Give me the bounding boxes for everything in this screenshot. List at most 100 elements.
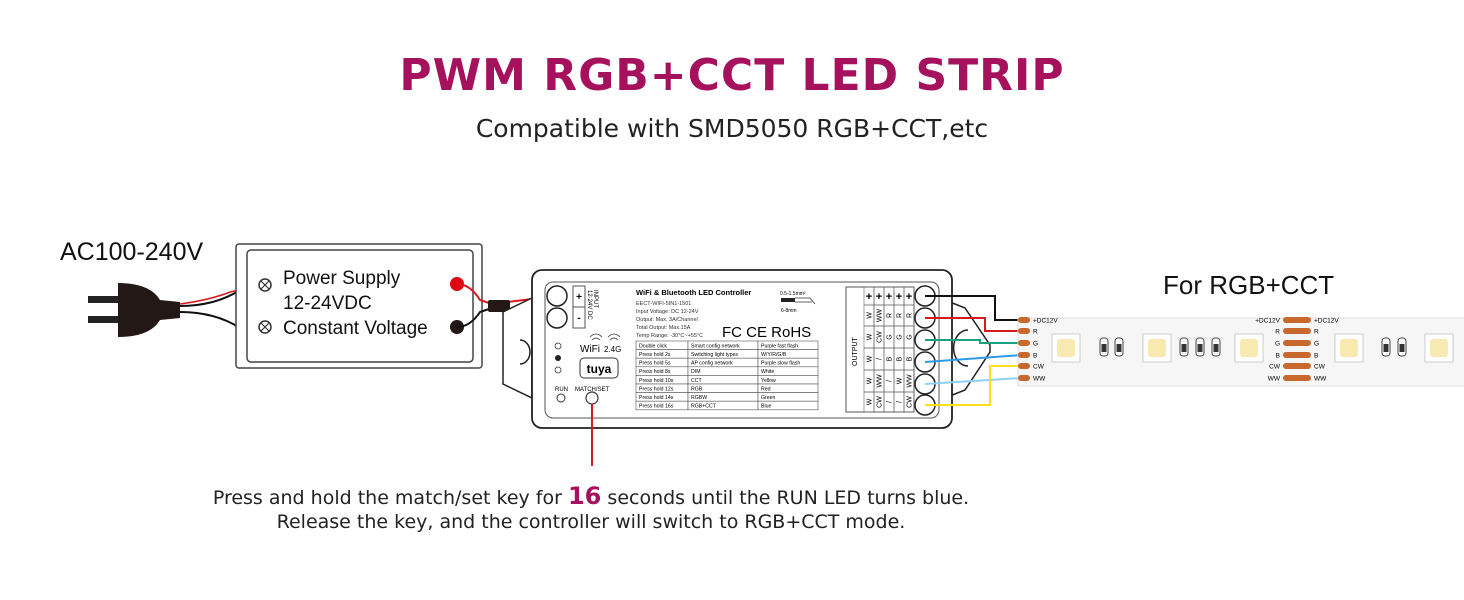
mode-table-text: Press hold 10s [639, 378, 674, 384]
wifi-label: WiFi [580, 344, 600, 355]
output-cell-label: G [887, 334, 894, 339]
screw-terminal-icon [258, 320, 272, 334]
led-chip-emitter [1430, 339, 1448, 357]
tuya-brand: tuya [587, 362, 612, 376]
power-supply-line3: Constant Voltage [283, 318, 428, 339]
output-cell-label: + [876, 291, 882, 303]
wire-gauge: 0.5-1.5mm² [780, 291, 806, 297]
wire [925, 295, 1022, 321]
pad-label: WW [1314, 376, 1327, 383]
mode-table-text: Blue [761, 404, 771, 410]
pad-label: B [1276, 353, 1280, 360]
pad-label: B [1033, 353, 1037, 360]
mode-table-text: Press hold 2s [639, 352, 671, 358]
highlight-seconds: 16 [567, 482, 602, 510]
controller-output: Output: Max. 3A/Channel [636, 317, 698, 323]
led-chip-emitter [1148, 339, 1166, 357]
output-cell-label: / [877, 358, 884, 360]
mode-table-text: Yellow [761, 378, 776, 384]
strip-label: For RGB+CCT [1163, 270, 1335, 300]
output-cell-label: WW [877, 374, 884, 388]
note-text: seconds until the RUN LED turns blue. [607, 487, 970, 509]
instruction-line-2: Release the key, and the controller will… [276, 511, 906, 533]
tuya-logo [579, 357, 619, 379]
strip-length: 6-8mm [781, 308, 797, 314]
output-cell-label: W [867, 333, 874, 340]
output-cell-label: / [887, 401, 894, 403]
output-cell-label: + [896, 291, 902, 303]
pad-label: G [1033, 341, 1038, 348]
output-cell-label: B [887, 356, 894, 361]
wire [925, 339, 1022, 344]
output-cell-label: R [907, 313, 914, 318]
input-terminal-positive [546, 285, 568, 307]
mode-table-text: Smart config network [691, 343, 740, 349]
wire [925, 317, 1022, 332]
output-cell-label: B [907, 356, 914, 361]
solder-pad [1018, 328, 1030, 334]
solder-pad [1283, 328, 1311, 334]
pad-label: B [1314, 353, 1318, 360]
output-cell-label: + [886, 291, 892, 303]
run-label: RUN [555, 387, 568, 393]
pad-label: CW [1269, 364, 1281, 371]
power-supply-line2: 12-24VDC [283, 293, 372, 314]
pad-label: CW [1033, 364, 1045, 371]
mode-table-text: DIM [691, 369, 701, 375]
match-set-button[interactable] [585, 391, 599, 405]
output-cell-label: W [897, 377, 904, 384]
mode-table-text: RGBW [691, 395, 707, 401]
screw-terminal-icon [258, 278, 272, 292]
wire [924, 377, 1023, 385]
output-cell-label: R [897, 313, 904, 318]
run-led [556, 393, 566, 403]
solder-pad [1283, 340, 1311, 346]
mode-table-text: CCT [691, 378, 702, 384]
mode-table-text: Switching light types [691, 352, 738, 358]
output-cell [903, 391, 915, 413]
wifi-icon [607, 333, 621, 341]
input-voltage-label: 12-24V DC [586, 290, 592, 320]
controller-model: EECT-WIFI-5IN1-1501 [636, 301, 691, 307]
output-cell-label: CW [907, 396, 914, 408]
power-supply: Power Supply 12-24VDC Constant Voltage [235, 243, 483, 369]
pad-label: R [1033, 329, 1038, 336]
mode-table-text: W/Y/R/G/B [761, 352, 787, 358]
mode-table-text: Purple slow flash [761, 361, 800, 367]
wire-strip-icon [781, 297, 816, 305]
controller-temp-range: Temp Range: -30°C~+55°C [636, 333, 703, 339]
mode-table-text: AP config network [691, 361, 733, 367]
page-title: PWM RGB+CCT LED STRIP [399, 50, 1065, 101]
output-cell-label: WW [877, 309, 884, 323]
wire [924, 354, 1023, 363]
output-cell-label: CW [877, 396, 884, 408]
pad-label: +DC12V [1033, 318, 1058, 325]
output-cell-label: + [906, 291, 912, 303]
pad-label: WW [1033, 376, 1046, 383]
resistor-body [1399, 344, 1405, 352]
resistor-body [1213, 344, 1219, 352]
led-controller: + - INPUT 12-24V DC WiFi & Bluetooth LED… [502, 269, 991, 429]
led-indicator-icon [554, 342, 562, 374]
solder-pad [1283, 363, 1311, 369]
output-cell-label: / [887, 380, 894, 382]
led-chip-emitter [1240, 339, 1258, 357]
minus-label: - [577, 313, 580, 324]
output-cell-label: WW [907, 374, 914, 388]
output-cell-label: R [887, 313, 894, 318]
solder-pad [1018, 352, 1030, 358]
pad-label: R [1275, 329, 1280, 336]
pad-label: G [1275, 341, 1280, 348]
solder-pad [1283, 317, 1311, 323]
band-label: 2.4G [604, 345, 621, 354]
output-cell-label: W [867, 377, 874, 384]
output-cell-label: B [897, 356, 904, 361]
instruction-line-1: Press and hold the match/set key for 16 … [0, 482, 1323, 510]
controller-heading: WiFi & Bluetooth LED Controller [636, 288, 751, 297]
solder-pad [1283, 352, 1311, 358]
certification-marks: FC CE RoHS [722, 324, 811, 341]
subtitle: Compatible with SMD5050 RGB+CCT,etc [475, 114, 989, 143]
